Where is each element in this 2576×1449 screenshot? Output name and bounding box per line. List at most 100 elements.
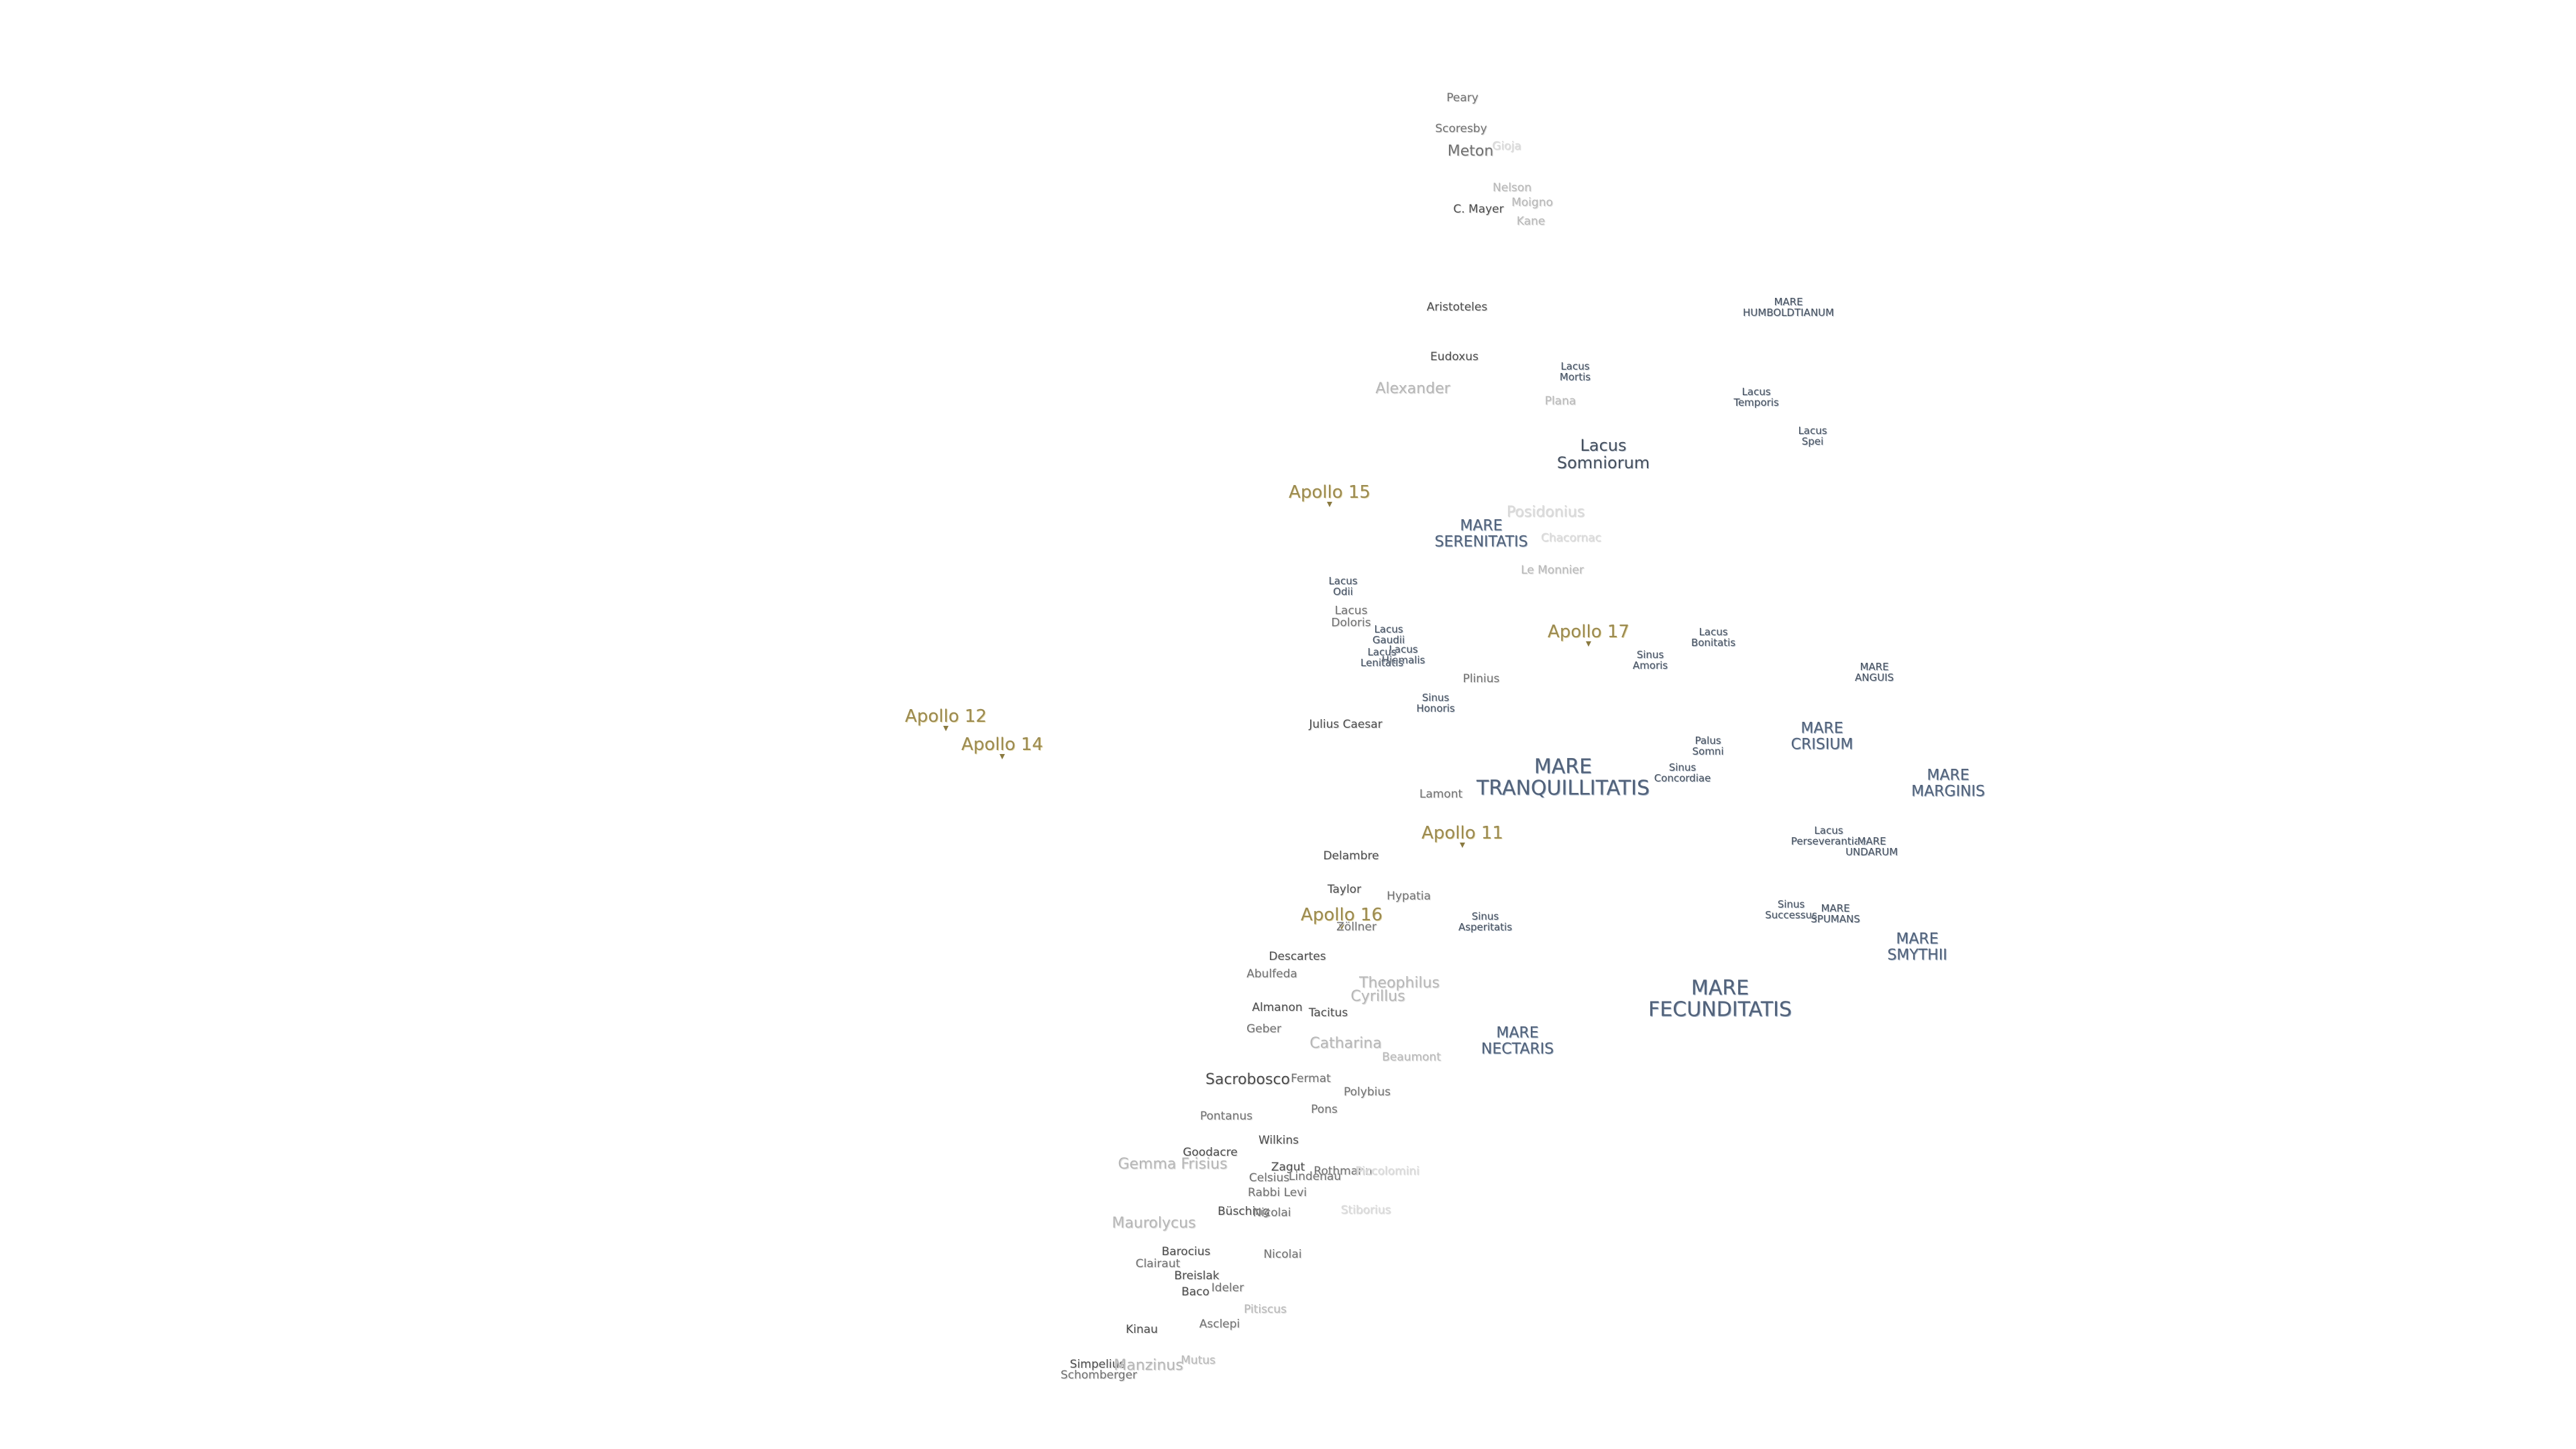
feature-label-lacus-odii[interactable]: Lacus Odii: [1328, 574, 1358, 598]
feature-label-sinus-concordiae[interactable]: Sinus Concordiae: [1654, 761, 1711, 784]
crater-label-catharina[interactable]: Catharina: [1309, 1035, 1382, 1053]
crater-label-lindenau[interactable]: Lindenau: [1288, 1169, 1342, 1183]
crater-label-c-mayer[interactable]: C. Mayer: [1453, 202, 1504, 216]
crater-label-clairaut[interactable]: Clairaut: [1135, 1256, 1181, 1271]
mare-label-mare-tranquillitatis[interactable]: MARE TRANQUILLITATIS: [1476, 755, 1650, 800]
crater-label-zagut[interactable]: Zagut: [1271, 1160, 1305, 1174]
feature-label-sinus-asperitatis[interactable]: Sinus Asperitatis: [1458, 910, 1513, 933]
crater-label-pontanus[interactable]: Pontanus: [1199, 1109, 1253, 1123]
crater-label-simpelius[interactable]: Simpelius: [1069, 1357, 1126, 1371]
landing-site-apollo-12[interactable]: Apollo 12: [905, 706, 987, 727]
feature-label-lacus-perseverantiae[interactable]: Lacus Perseverantiae: [1790, 824, 1867, 847]
crater-label-barocius[interactable]: Barocius: [1161, 1244, 1211, 1258]
landing-site-apollo-17[interactable]: Apollo 17: [1548, 621, 1629, 642]
feature-label-sinus-successus[interactable]: Sinus Successus: [1765, 898, 1817, 921]
crater-label-meton[interactable]: Meton: [1447, 143, 1494, 160]
crater-label-posidonius[interactable]: Posidonius: [1506, 504, 1585, 521]
feature-label-mare-spumans[interactable]: MARE SPUMANS: [1811, 902, 1860, 925]
crater-label-lamont[interactable]: Lamont: [1419, 787, 1463, 801]
feature-label-lacus-lenitatis[interactable]: Lacus Lenitatis: [1360, 645, 1403, 669]
crater-label-breislak[interactable]: Breislak: [1174, 1269, 1220, 1283]
mare-label-mare-fecunditatis[interactable]: MARE FECUNDITATIS: [1648, 976, 1792, 1022]
crater-label-maurolycus[interactable]: Maurolycus: [1112, 1215, 1196, 1232]
feature-label-mare-humboldtianum[interactable]: MARE HUMBOLDTIANUM: [1743, 295, 1834, 319]
crater-label-descartes[interactable]: Descartes: [1269, 949, 1326, 963]
crater-label-schomberger[interactable]: Schomberger: [1060, 1368, 1138, 1382]
crater-label-lacus-doloris[interactable]: Lacus Doloris: [1331, 604, 1371, 630]
feature-label-lacus-hiemalis[interactable]: Lacus Hiemalis: [1381, 643, 1426, 666]
crater-label-celsius[interactable]: Celsius: [1248, 1171, 1290, 1185]
crater-label-scoresby[interactable]: Scoresby: [1435, 121, 1487, 136]
crater-label-abulfeda[interactable]: Abulfeda: [1246, 967, 1297, 981]
crater-label-piccolomini[interactable]: Piccolomini: [1355, 1164, 1419, 1178]
crater-label-aristoteles[interactable]: Aristoteles: [1426, 300, 1488, 314]
crater-label-chacornac[interactable]: Chacornac: [1540, 531, 1602, 545]
crater-label-almanon[interactable]: Almanon: [1252, 1000, 1303, 1014]
feature-label-lacus-temporis[interactable]: Lacus Temporis: [1733, 385, 1779, 409]
crater-label-kane[interactable]: Kane: [1516, 214, 1546, 228]
mare-label-mare-marginis[interactable]: MARE MARGINIS: [1911, 767, 1985, 800]
crater-label-hypatia[interactable]: Hypatia: [1387, 889, 1431, 903]
crater-label-rabbi-levi[interactable]: Rabbi Levi: [1248, 1185, 1307, 1199]
landing-site-marker-icon: [1586, 641, 1591, 647]
crater-label-le-monnier[interactable]: Le Monnier: [1521, 563, 1584, 577]
crater-label-julius-caesar[interactable]: Julius Caesar: [1309, 717, 1383, 731]
landing-site-apollo-14[interactable]: Apollo 14: [961, 734, 1043, 755]
feature-label-lacus-mortis[interactable]: Lacus Mortis: [1559, 360, 1591, 383]
crater-label-pons[interactable]: Pons: [1311, 1102, 1338, 1116]
crater-label-sacrobosco[interactable]: Sacrobosco: [1205, 1071, 1291, 1089]
feature-label-lacus-gaudii[interactable]: Lacus Gaudii: [1372, 623, 1405, 646]
feature-label-lacus-bonitatis[interactable]: Lacus Bonitatis: [1690, 625, 1736, 649]
crater-label-peary[interactable]: Peary: [1446, 91, 1479, 105]
feature-label-lacus-somniorum[interactable]: Lacus Somniorum: [1556, 436, 1650, 472]
crater-label-plana[interactable]: Plana: [1544, 394, 1576, 408]
crater-label-b-sching[interactable]: Büsching: [1218, 1204, 1270, 1218]
crater-label-stiborius[interactable]: Stiborius: [1340, 1203, 1391, 1217]
crater-label-polybius[interactable]: Polybius: [1344, 1085, 1391, 1099]
crater-label-moigno[interactable]: Moigno: [1511, 195, 1553, 209]
crater-label-nicolai[interactable]: Nicolai: [1263, 1247, 1302, 1261]
mare-label-mare-smythii[interactable]: MARE SMYTHII: [1887, 930, 1947, 963]
feature-label-palus-somni[interactable]: Palus Somni: [1692, 734, 1724, 757]
landing-site-marker-icon: [1460, 843, 1465, 848]
crater-label-wilkins[interactable]: Wilkins: [1258, 1133, 1299, 1147]
crater-label-cyrillus[interactable]: Cyrillus: [1350, 988, 1405, 1006]
mare-label-mare-crisium[interactable]: MARE CRISIUM: [1790, 720, 1854, 753]
crater-label-kinau[interactable]: Kinau: [1126, 1322, 1158, 1336]
crater-label-nelson[interactable]: Nelson: [1493, 180, 1532, 195]
feature-label-sinus-amoris[interactable]: Sinus Amoris: [1632, 648, 1668, 672]
crater-label-asclepi[interactable]: Asclepi: [1199, 1317, 1240, 1331]
crater-label-manzinus[interactable]: Manzinus: [1114, 1357, 1183, 1375]
crater-label-rothmann[interactable]: Rothmann: [1313, 1164, 1373, 1178]
mare-label-mare-serenitatis[interactable]: MARE SERENITATIS: [1434, 517, 1528, 550]
crater-label-baco[interactable]: Baco: [1181, 1285, 1210, 1299]
crater-label-geber[interactable]: Geber: [1246, 1022, 1281, 1036]
crater-label-theophilus[interactable]: Theophilus: [1359, 975, 1440, 992]
landing-site-apollo-16[interactable]: Apollo 16: [1301, 904, 1383, 925]
crater-label-beaumont[interactable]: Beaumont: [1382, 1050, 1441, 1064]
mare-label-mare-nectaris[interactable]: MARE NECTARIS: [1481, 1024, 1554, 1057]
feature-label-mare-undarum[interactable]: MARE UNDARUM: [1845, 835, 1898, 858]
crater-label-pitiscus[interactable]: Pitiscus: [1244, 1302, 1287, 1316]
feature-label-sinus-honoris[interactable]: Sinus Honoris: [1416, 691, 1455, 714]
crater-label-plinius[interactable]: Plinius: [1462, 672, 1500, 686]
crater-label-eudoxus[interactable]: Eudoxus: [1430, 350, 1479, 364]
feature-label-lacus-spei[interactable]: Lacus Spei: [1798, 424, 1827, 447]
crater-label-taylor[interactable]: Taylor: [1327, 882, 1362, 896]
crater-label-delambre[interactable]: Delambre: [1323, 849, 1379, 863]
crater-label-ideler[interactable]: Ideler: [1211, 1281, 1244, 1295]
crater-label-tacitus[interactable]: Tacitus: [1308, 1006, 1348, 1020]
crater-label-mutus[interactable]: Mutus: [1181, 1353, 1216, 1367]
crater-label-fermat[interactable]: Fermat: [1291, 1071, 1331, 1085]
crater-label-goodacre[interactable]: Goodacre: [1183, 1145, 1238, 1159]
landing-site-apollo-11[interactable]: Apollo 11: [1421, 822, 1503, 843]
crater-label-gioja[interactable]: Gioja: [1492, 139, 1521, 153]
crater-label-gemma-frisius[interactable]: Gemma Frisius: [1118, 1156, 1228, 1173]
crater-label-nicolai[interactable]: Nicolai: [1252, 1205, 1291, 1220]
crater-label-z-llner[interactable]: Zöllner: [1336, 920, 1377, 934]
landing-site-marker-icon: [1000, 754, 1005, 759]
feature-label-mare-anguis[interactable]: MARE ANGUIS: [1854, 660, 1894, 684]
crater-label-alexander[interactable]: Alexander: [1375, 380, 1450, 398]
landing-site-apollo-15[interactable]: Apollo 15: [1289, 482, 1371, 502]
